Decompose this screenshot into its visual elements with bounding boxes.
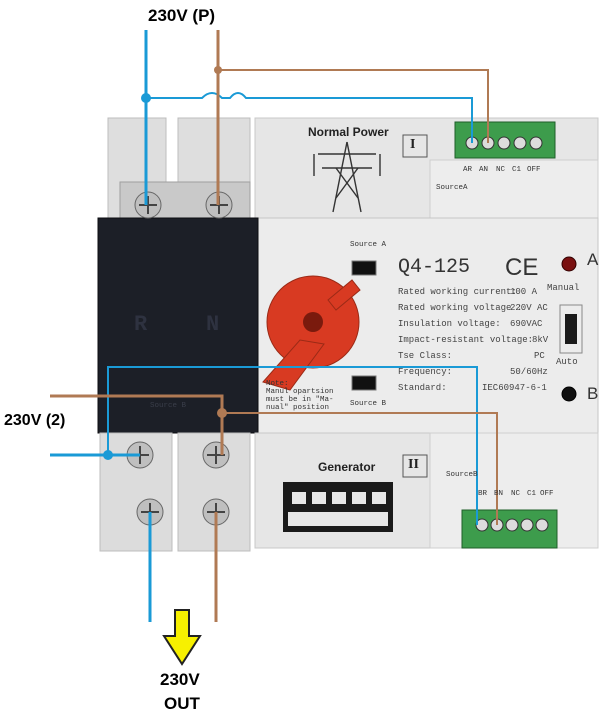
lower-section-title: Generator — [318, 460, 376, 474]
lower-roman: II — [408, 457, 419, 472]
terminal-block-top — [454, 121, 556, 159]
roman-box-upper — [402, 134, 428, 158]
note-text: Note: Manul opartsion must be in "Ma- nu… — [266, 380, 334, 412]
wire-gen-phase-aux — [107, 366, 478, 525]
spec-row: Tse Class: PC — [398, 351, 558, 367]
wire-gen-neutral-aux — [222, 412, 498, 525]
terminal-label: AN — [479, 166, 489, 174]
junction-gen-neutral — [217, 408, 227, 418]
indicator-led-b — [561, 386, 577, 402]
indicator-led-a — [561, 256, 577, 272]
label-output-line2: OUT — [164, 694, 200, 713]
spec-row: Standard: IEC60947-6-1 — [398, 383, 558, 399]
spec-value: IEC60947-6-1 — [482, 383, 547, 393]
upper-section-title: Normal Power — [308, 125, 389, 139]
terminal-label: BR — [478, 490, 488, 498]
indicator-b-label: B — [587, 384, 599, 403]
note-line: Note: — [266, 380, 289, 388]
wiring — [50, 30, 498, 622]
front-source-b-label: Source B — [150, 402, 187, 410]
terminal-label: NC — [511, 490, 521, 498]
spec-row: Frequency: 50/60Hz — [398, 367, 558, 383]
front-letter-r: R — [134, 312, 148, 337]
ats-device — [97, 117, 599, 552]
spec-value: 220V AC — [510, 303, 548, 313]
output-arrow-icon — [162, 609, 202, 666]
model-name: Q4-125 — [398, 256, 471, 279]
power-pylon-icon — [313, 141, 381, 213]
window-slot-a — [351, 260, 377, 276]
label-side-supply: 230V (2) — [4, 412, 66, 429]
manual-auto-switch[interactable] — [559, 304, 583, 354]
label-output-line1: 230V — [160, 670, 200, 689]
spec-value: 50/60Hz — [510, 367, 548, 377]
spec-list: Rated working current: 100 A Rated worki… — [398, 287, 558, 399]
terminal-label: C1 — [512, 166, 522, 174]
note-line: nual" position — [266, 404, 330, 412]
terminal-label: NC — [496, 166, 506, 174]
terminal-label: C1 — [527, 490, 537, 498]
selector-handle[interactable] — [262, 275, 361, 391]
window-a-label: Source A — [350, 241, 387, 249]
wire-gen-neutral-main — [50, 394, 224, 455]
front-letter-n: N — [206, 312, 220, 337]
window-slot-b — [351, 375, 377, 391]
note-line: Manul opartsion — [266, 388, 334, 396]
spec-row: Insulation voltage: 690VAC — [398, 319, 558, 335]
spec-label: Rated working current: — [398, 287, 517, 297]
terminal-screws — [126, 191, 233, 526]
spec-label: Standard: — [398, 383, 447, 393]
terminal-label: OFF — [527, 166, 541, 174]
spec-label: Tse Class: — [398, 351, 453, 361]
ce-mark: CE — [505, 254, 539, 281]
wire-p-phase-aux — [146, 92, 473, 143]
spec-label: Frequency: — [398, 367, 453, 377]
junction-p-neutral — [214, 66, 222, 74]
spec-row: Impact-resistant voltage: 8kV — [398, 335, 558, 351]
terminal-label: AR — [463, 166, 473, 174]
spec-row: Rated working voltage : 220V AC — [398, 303, 558, 319]
spec-label: Impact-resistant voltage: — [398, 335, 534, 345]
spec-value: 100 A — [510, 287, 538, 297]
junction-gen-phase — [103, 450, 113, 460]
terminal-label: OFF — [540, 490, 554, 498]
indicator-a-label: A — [587, 250, 599, 269]
junction-p — [141, 93, 151, 103]
roman-box-lower — [402, 454, 428, 478]
black-front-cover — [97, 217, 259, 434]
upper-terminal-mount — [429, 159, 599, 219]
spec-value: PC — [534, 351, 545, 361]
mode-manual-label: Manual — [547, 283, 580, 293]
lower-source-label: SourceB — [446, 471, 478, 479]
spec-value: 690VAC — [510, 319, 543, 329]
note-line: must be in "Ma- — [266, 396, 334, 404]
wire-p-neutral-aux — [218, 69, 489, 143]
spec-label: Rated working voltage : — [398, 303, 523, 313]
screw-bottom-right-upper — [202, 441, 230, 469]
upper-source-label: SourceA — [436, 184, 468, 192]
spec-label: Insulation voltage: — [398, 319, 501, 329]
terminal-label: BN — [494, 490, 504, 498]
spec-value: 8kV — [532, 335, 549, 345]
label-top-supply: 230V (P) — [148, 6, 216, 25]
generator-icon — [283, 482, 393, 532]
spec-row: Rated working current: 100 A — [398, 287, 558, 303]
upper-roman: I — [410, 137, 416, 152]
screw-top-left — [134, 191, 162, 219]
mode-auto-label: Auto — [556, 357, 578, 367]
window-b-label: Source B — [350, 400, 387, 408]
